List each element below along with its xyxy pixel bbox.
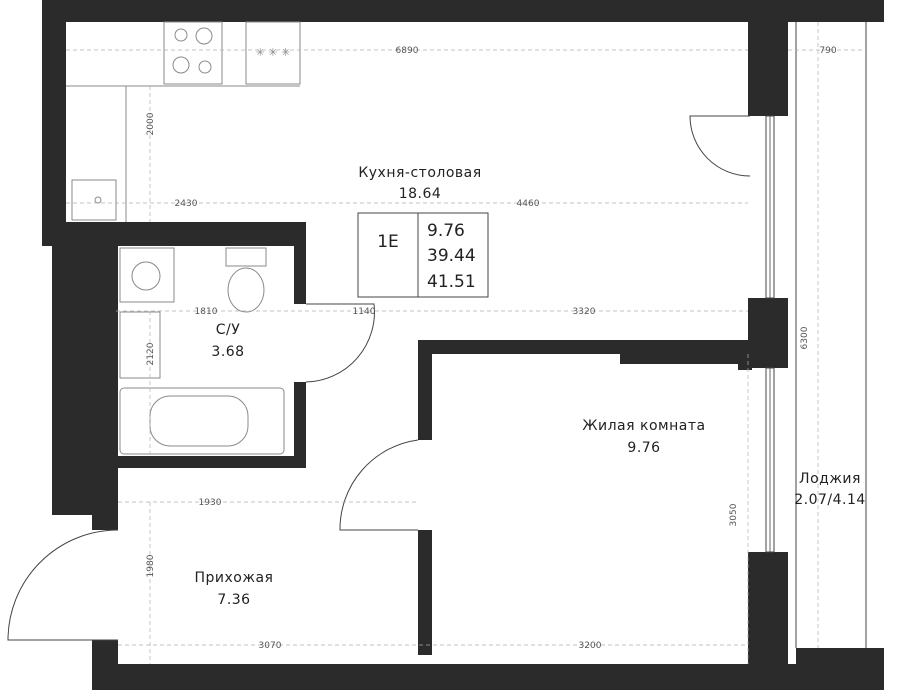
oven-icon — [245, 21, 301, 85]
wall-bath-right-top — [294, 222, 306, 304]
wall-living-top-thick — [620, 340, 750, 364]
toilet-tank-icon — [225, 247, 267, 267]
dim-hall-width: 1930 — [199, 498, 222, 508]
room-name-loggia: Лоджия — [799, 471, 861, 487]
apartment-type: 1Е — [377, 232, 399, 252]
room-area-loggia: 2.07/4.14 — [794, 492, 866, 508]
wall-top — [42, 0, 884, 22]
stove-icon — [163, 21, 223, 85]
door-kitchen-balcony — [689, 115, 751, 177]
room-name-kitchen: Кухня-столовая — [358, 165, 481, 181]
kitchen-counter — [66, 85, 300, 222]
wall-living-left-top — [418, 340, 432, 440]
dim-living-width-top: 3320 — [573, 307, 596, 317]
dimension-labels: 6890 790 2000 2430 4460 1810 1140 3320 2… — [146, 46, 837, 651]
wall-bottom-left — [92, 640, 118, 680]
wall-loggia-top — [866, 0, 884, 22]
total-area-value: 39.44 — [427, 246, 476, 266]
walls — [42, 0, 884, 690]
wall-left-door-edge — [92, 500, 118, 530]
washing-machine-icon — [119, 247, 175, 303]
wall-living-left-bottom — [418, 530, 432, 655]
toilet-icon — [227, 267, 265, 313]
dim-bottom-right: 3200 — [579, 641, 602, 651]
apartment-info-box: 1Е 9.76 39.44 41.51 — [357, 212, 489, 298]
wall-right-join — [738, 340, 752, 370]
dim-kitchen-depth: 2000 — [146, 112, 156, 135]
bathtub-icon — [119, 387, 285, 455]
room-labels: Кухня-столовая 18.64 С/У 3.68 Жилая комн… — [195, 165, 866, 608]
room-area-living: 9.76 — [627, 440, 660, 456]
total-with-loggia-value: 41.51 — [427, 272, 476, 292]
wall-bath-right-bottom — [294, 382, 306, 468]
wall-left-kitchen — [42, 0, 66, 246]
room-name-bathroom: С/У — [216, 322, 241, 338]
dim-top-width: 6890 — [396, 46, 419, 56]
dim-loggia-width: 790 — [819, 46, 836, 56]
kitchen-sink-icon — [71, 179, 117, 221]
room-area-kitchen: 18.64 — [399, 186, 442, 202]
dim-corridor-width: 1140 — [353, 307, 376, 317]
dimension-lines — [66, 22, 866, 664]
dim-living-depth: 3050 — [729, 503, 739, 526]
windows — [765, 22, 867, 648]
dim-bath-depth: 2120 — [146, 342, 156, 365]
wall-left-gap — [64, 250, 92, 500]
kitchen-fixtures: ✳ ✳ ✳ — [66, 21, 301, 222]
living-area-value: 9.76 — [427, 221, 465, 241]
dim-right-height: 6300 — [800, 326, 810, 349]
dim-kitchen-right: 4460 — [517, 199, 540, 209]
dim-kitchen-left: 2430 — [175, 199, 198, 209]
door-living — [339, 439, 419, 531]
svg-text:✳ ✳ ✳: ✳ ✳ ✳ — [256, 46, 291, 59]
wall-loggia-bottom — [796, 648, 884, 670]
dim-hall-depth: 1980 — [146, 554, 156, 577]
room-name-living: Жилая комната — [582, 418, 705, 434]
dim-bottom-left: 3070 — [259, 641, 282, 651]
bathroom-fixtures — [119, 247, 285, 455]
wall-bottom — [92, 664, 884, 690]
room-area-bathroom: 3.68 — [211, 344, 244, 360]
wall-bath-bottom — [116, 456, 306, 468]
doors — [7, 115, 751, 641]
room-area-hallway: 7.36 — [217, 592, 250, 608]
bathroom-sink-icon — [119, 311, 161, 379]
wall-right-top — [748, 0, 788, 116]
dim-bath-width: 1810 — [195, 307, 218, 317]
door-entrance — [7, 529, 119, 641]
wall-right-mid — [748, 298, 788, 368]
room-name-hallway: Прихожая — [195, 570, 274, 586]
wall-right-bottom — [748, 552, 788, 670]
door-bathroom — [305, 303, 375, 383]
